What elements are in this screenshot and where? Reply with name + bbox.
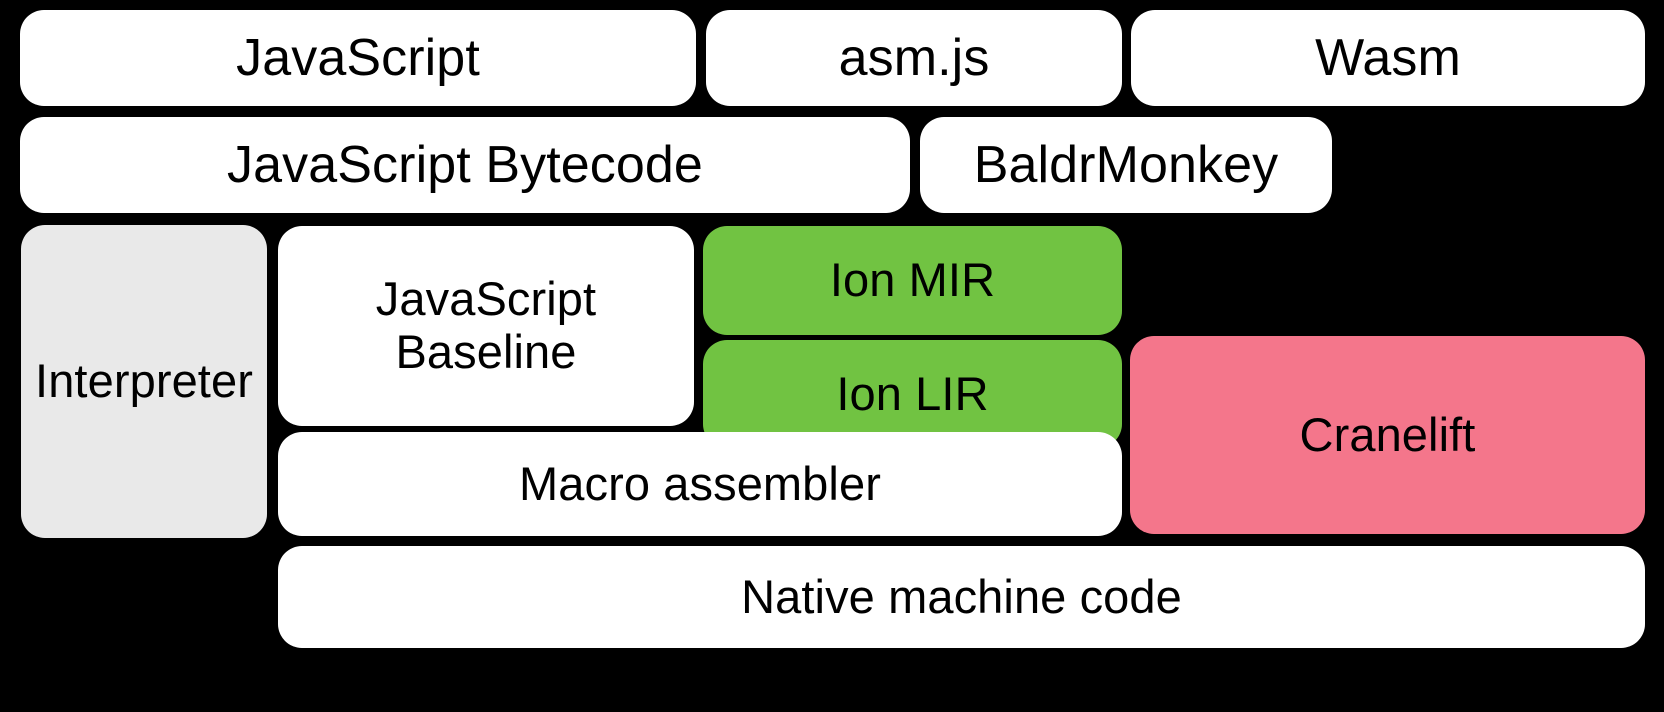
node-cranelift[interactable]: Cranelift [1130,336,1645,534]
node-ion-lir[interactable]: Ion LIR [703,340,1122,448]
node-asm-js[interactable]: asm.js [706,10,1122,106]
node-wasm[interactable]: Wasm [1131,10,1645,106]
node-native-machine-code[interactable]: Native machine code [278,546,1645,648]
node-javascript-baseline[interactable]: JavaScript Baseline [278,226,694,426]
node-macro-assembler[interactable]: Macro assembler [278,432,1122,536]
node-baldrmonkey[interactable]: BaldrMonkey [920,117,1332,213]
node-javascript-bytecode[interactable]: JavaScript Bytecode [20,117,910,213]
node-javascript[interactable]: JavaScript [20,10,696,106]
node-ion-mir[interactable]: Ion MIR [703,226,1122,335]
node-interpreter[interactable]: Interpreter [21,225,267,538]
